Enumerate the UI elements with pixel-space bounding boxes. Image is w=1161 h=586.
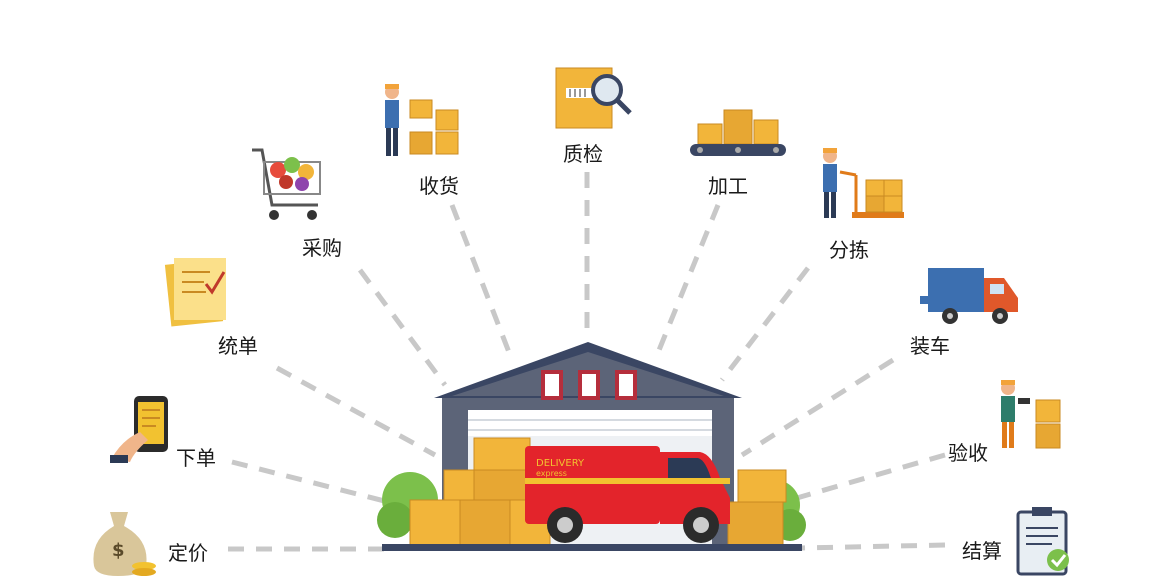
truck-text: DELIVERY (536, 458, 585, 469)
connector-load (740, 357, 895, 458)
connector-order (231, 459, 401, 508)
label-sort: 分拣 (829, 238, 869, 262)
label-merge: 统单 (218, 334, 258, 358)
connector-receive (449, 204, 515, 361)
label-pricing: 定价 (168, 541, 208, 565)
phone-order-icon (110, 396, 168, 463)
money-bag-icon: $ (93, 512, 156, 576)
connectors (228, 172, 946, 552)
document-check-icon (164, 258, 226, 327)
worker-boxes-icon (385, 84, 459, 156)
warehouse-illustration: DELIVERY express (377, 342, 806, 551)
label-process: 加工 (708, 174, 748, 198)
label-load: 装车 (910, 334, 950, 358)
label-purchase: 采购 (302, 236, 342, 260)
box-stack (409, 437, 787, 546)
label-inspect: 质检 (563, 142, 603, 166)
connector-accept (789, 452, 946, 503)
connector-process (652, 204, 721, 361)
clipboard-check-icon (1016, 507, 1069, 576)
truck-subtext: express (536, 469, 567, 478)
delivery-truck: DELIVERY express (525, 446, 730, 543)
label-order: 下单 (176, 446, 216, 470)
connector-sort (720, 266, 810, 382)
label-receive: 收货 (419, 174, 459, 198)
scanner-worker-icon (1001, 380, 1061, 449)
box-magnifier-icon (555, 67, 632, 129)
connector-merge (275, 365, 437, 458)
truck-icon (920, 268, 1018, 324)
connector-purchase (357, 268, 448, 387)
label-settle: 结算 (962, 539, 1002, 563)
conveyor-icon (690, 109, 786, 156)
svg-text:$: $ (112, 540, 125, 561)
connector-settle (799, 542, 946, 551)
pallet-jack-icon (823, 148, 904, 218)
label-accept: 验收 (948, 441, 988, 465)
shopping-cart-icon (252, 148, 321, 220)
